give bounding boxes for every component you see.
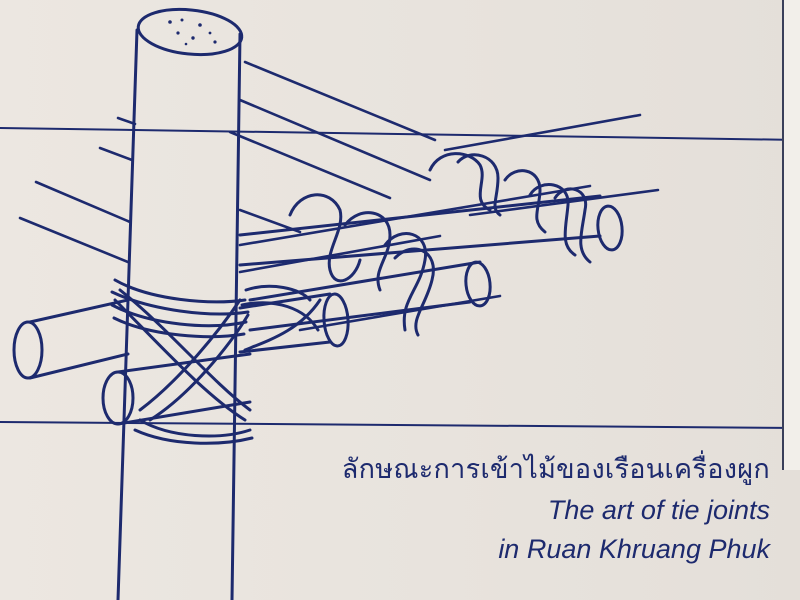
panel-frame-edge <box>782 0 800 470</box>
post-top-dots <box>168 18 217 46</box>
main-post <box>116 7 244 600</box>
caption-block: ลักษณะการเข้าไม้ของเรือนเครื่องผูก The a… <box>342 456 770 563</box>
post-lashing <box>110 278 322 445</box>
rafter-lines <box>18 60 660 332</box>
middle-beam <box>248 260 492 332</box>
caption-thai: ลักษณะการเข้าไม้ของเรือนเครื่องผูก <box>341 454 770 485</box>
panel-rule-lines <box>0 127 800 429</box>
beam-lashings <box>288 152 592 337</box>
lower-beam <box>12 292 350 380</box>
caption-english-line-1: The art of tie joints <box>547 495 770 525</box>
caption-english-line-2: in Ruan Khruang Phuk <box>498 534 770 564</box>
